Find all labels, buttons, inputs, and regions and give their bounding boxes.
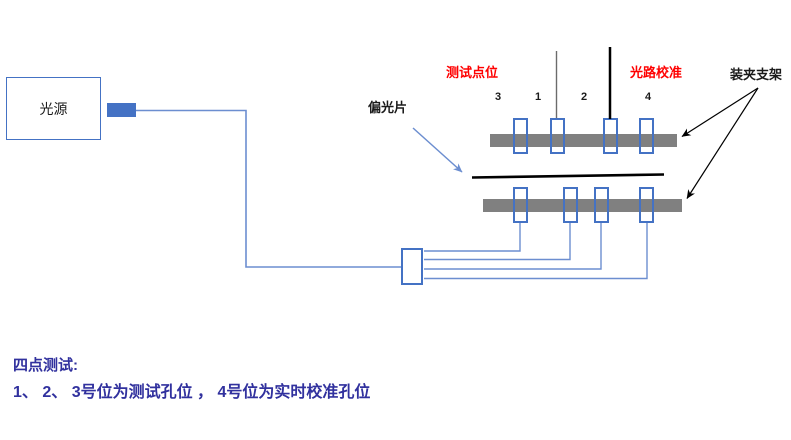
polarizer-line — [471, 173, 665, 179]
lower-fixture-bar — [483, 199, 682, 212]
lower-hole-3 — [594, 187, 609, 223]
bracket-arrow-upper-icon — [681, 87, 759, 138]
position-number-4: 4 — [644, 91, 652, 103]
cable-hole-1 — [424, 223, 521, 252]
upper-hole-pos4 — [639, 118, 654, 154]
upper-fixture-bar — [490, 134, 677, 147]
lower-hole-2 — [563, 187, 578, 223]
calibration-label: 光路校准 — [630, 65, 683, 80]
light-source-output-connector — [107, 103, 136, 117]
notes-block: 四点测试: 1、 2、 3号位为测试孔位 ， 4号位为实时校准孔位 — [13, 354, 370, 402]
position-number-1: 1 — [534, 91, 542, 103]
fiber-splitter-box — [401, 248, 423, 285]
light-source-label: 光源 — [39, 100, 68, 117]
polarizer-label: 偏光片 — [368, 100, 408, 115]
bracket-arrow-lower-icon — [686, 87, 759, 199]
polarizer-arrow-icon — [412, 127, 463, 173]
position-number-3: 3 — [494, 91, 502, 103]
position-number-2: 2 — [580, 91, 588, 103]
upper-hole-pos3 — [513, 118, 528, 154]
lower-hole-1 — [513, 187, 528, 223]
light-source-cable — [136, 109, 401, 268]
upper-hole-pos1 — [550, 118, 565, 154]
bracket-label: 装夹支架 — [730, 67, 783, 82]
upper-hole-pos2 — [603, 118, 618, 154]
notes-body: 1、 2、 3号位为测试孔位 ， 4号位为实时校准孔位 — [13, 384, 371, 401]
cable-hole-4 — [424, 223, 648, 280]
lower-hole-4 — [639, 187, 654, 223]
cable-hole-3 — [424, 223, 602, 270]
cable-hole-2 — [424, 223, 571, 261]
light-source-box: 光源 — [6, 77, 101, 140]
test-points-label: 测试点位 — [446, 65, 499, 80]
notes-title: 四点测试: — [13, 357, 78, 374]
